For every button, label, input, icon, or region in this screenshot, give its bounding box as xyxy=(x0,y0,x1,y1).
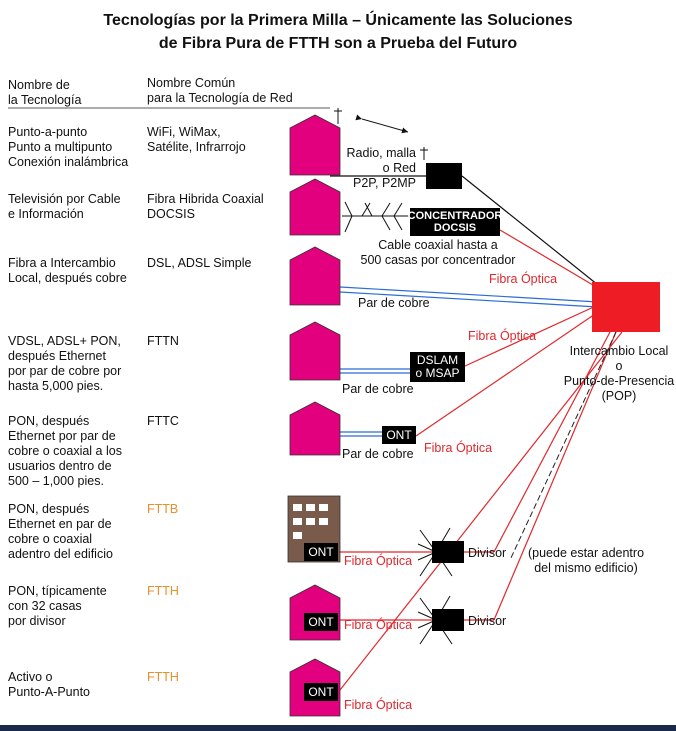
row-tech-fttc: PON, después Ethernet por par de cobre o… xyxy=(8,414,122,488)
row-common-dsl: DSL, ADSL Simple xyxy=(147,256,252,270)
same-building-note: (puede estar adentro del mismo edificio) xyxy=(527,546,645,575)
radio-base-box xyxy=(426,163,462,189)
dashed-link xyxy=(509,331,617,561)
row-tech-cable: Televisión por Cable e Información xyxy=(8,192,121,221)
house-icon-fttn xyxy=(289,321,341,381)
copper-label-dsl: Par de cobre xyxy=(358,296,430,310)
house-icon-dsl xyxy=(289,246,341,306)
title-line-1: Tecnologías por la Primera Milla – Única… xyxy=(103,12,573,29)
bottom-border xyxy=(0,725,676,731)
pop-label: Intercambio Local o Punto-de-Presencia (… xyxy=(563,344,675,403)
houses xyxy=(289,114,341,717)
docsis-concentrator-box: CONCENTRADOR DOCSIS xyxy=(407,208,503,236)
title-line-2: de Fibra Pura de FTTH son a Prueba del F… xyxy=(158,35,518,52)
house-icon-fttc xyxy=(289,401,341,456)
row-common-fttc: FTTC xyxy=(147,414,179,428)
row-tech-wireless: Punto-a-punto Punto a multipunto Conexió… xyxy=(8,125,129,169)
row-common-fttn: FTTN xyxy=(147,334,179,348)
row-tech-dsl: Fibra a Intercambio Local, después cobre xyxy=(8,256,127,285)
splitter-label-fttb: Divisor xyxy=(468,546,507,560)
row-common-ftth-p2p: FTTH xyxy=(147,670,179,684)
splitter-box-ftth xyxy=(432,609,464,631)
ont-box-fttb: ONT xyxy=(304,543,338,561)
row-tech-ftth-pon: PON, típicamente con 32 casas por diviso… xyxy=(8,584,107,628)
copper-label-fttc: Par de cobre xyxy=(342,447,414,461)
ont-box-ftth-p2p: ONT xyxy=(304,683,338,701)
radio-link-lines xyxy=(330,175,599,286)
coax-branch-lines xyxy=(342,201,410,233)
radio-label: Radio, malla o Red P2P, P2MP xyxy=(346,146,416,190)
fiber-label-fttn: Fibra Óptica xyxy=(468,329,537,343)
fiber-label-fttb: Fibra Óptica xyxy=(344,554,413,568)
house-icon-wireless xyxy=(289,114,341,176)
row-tech-ftth-p2p: Activo o Punto-A-Punto xyxy=(8,670,90,699)
house-icon-cable xyxy=(289,178,341,236)
copper-label-fttn: Par de cobre xyxy=(342,382,414,396)
fiber-label-ftth-p2p: Fibra Óptica xyxy=(344,698,413,712)
splitter-box-fttb xyxy=(432,541,464,563)
coax-label: Cable coaxial hasta a 500 casas por conc… xyxy=(360,238,516,267)
header-common-name: Nombre Común para la Tecnología de Red xyxy=(147,76,293,105)
dslam-box: DSLAM o MSAP xyxy=(410,352,465,382)
row-common-cable: Fibra Hibrida Coaxial DOCSIS xyxy=(147,192,264,221)
fiber-lines xyxy=(339,229,623,691)
pop-box xyxy=(592,282,660,332)
row-common-ftth-pon: FTTH xyxy=(147,584,179,598)
fiber-label-fttc: Fibra Óptica xyxy=(424,441,493,455)
row-tech-fttn: VDSL, ADSL+ PON, después Ethernet por pa… xyxy=(8,334,122,393)
header-technology: Nombre de la Tecnología xyxy=(8,78,82,107)
copper-lines xyxy=(339,286,599,437)
row-tech-fttb: PON, después Ethernet en par de cobre o … xyxy=(8,502,113,561)
ont-box-fttc: ONT xyxy=(382,426,416,444)
ont-box-ftth-pon: ONT xyxy=(304,613,338,631)
fiber-label-ftth-pon: Fibra Óptica xyxy=(344,618,413,632)
row-common-fttb: FTTB xyxy=(147,502,179,516)
fiber-label-dsl: Fibra Óptica xyxy=(489,272,558,286)
antenna-icon xyxy=(334,108,428,160)
radio-arrow xyxy=(355,114,409,134)
row-common-wireless: WiFi, WiMax, Satélite, Infrarrojo xyxy=(147,125,246,154)
splitter-label-ftth: Divisor xyxy=(468,614,507,628)
